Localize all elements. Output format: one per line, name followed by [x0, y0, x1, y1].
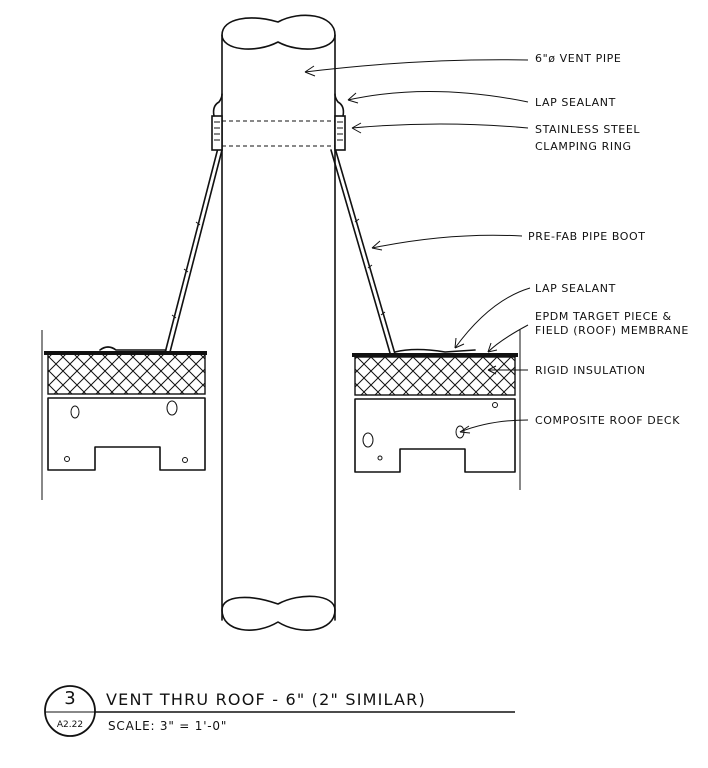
- label-epdm-line2: FIELD (ROOF) MEMBRANE: [535, 324, 689, 337]
- label-clamping-ring-line2: CLAMPING RING: [535, 140, 632, 153]
- roof-assembly-right: [352, 330, 521, 490]
- sheet-reference: A2.22: [57, 720, 83, 730]
- deck-left: [47, 397, 206, 471]
- label-epdm-line1: EPDM TARGET PIECE &: [535, 310, 672, 323]
- lap-sealant-top: [212, 93, 345, 117]
- detail-title: VENT THRU ROOF - 6" (2" SIMILAR): [106, 690, 426, 709]
- label-clamping-ring-line1: STAINLESS STEEL: [535, 123, 640, 136]
- label-lap-sealant-top: LAP SEALANT: [535, 96, 616, 109]
- clamping-ring: [211, 115, 346, 151]
- vent-pipe: [221, 14, 336, 631]
- pipe-boot: [99, 147, 476, 355]
- label-pipe-boot: PRE-FAB PIPE BOOT: [528, 230, 646, 243]
- deck-right: [354, 398, 516, 473]
- insulation-left: [47, 353, 206, 395]
- leader-lines: [304, 59, 531, 434]
- roof-assembly-left: [41, 330, 207, 500]
- title-block: 3 A2.22 VENT THRU ROOF - 6" (2" SIMILAR)…: [44, 685, 515, 737]
- detail-number: 3: [64, 688, 75, 709]
- detail-scale: SCALE: 3" = 1'-0": [108, 719, 227, 733]
- label-lap-sealant-bottom: LAP SEALANT: [535, 282, 616, 295]
- label-rigid-insulation: RIGID INSULATION: [535, 364, 646, 377]
- detail-bubble: [44, 685, 96, 737]
- insulation-right: [354, 356, 516, 396]
- label-vent-pipe: 6"ø VENT PIPE: [535, 52, 621, 65]
- label-roof-deck: COMPOSITE ROOF DECK: [535, 414, 680, 427]
